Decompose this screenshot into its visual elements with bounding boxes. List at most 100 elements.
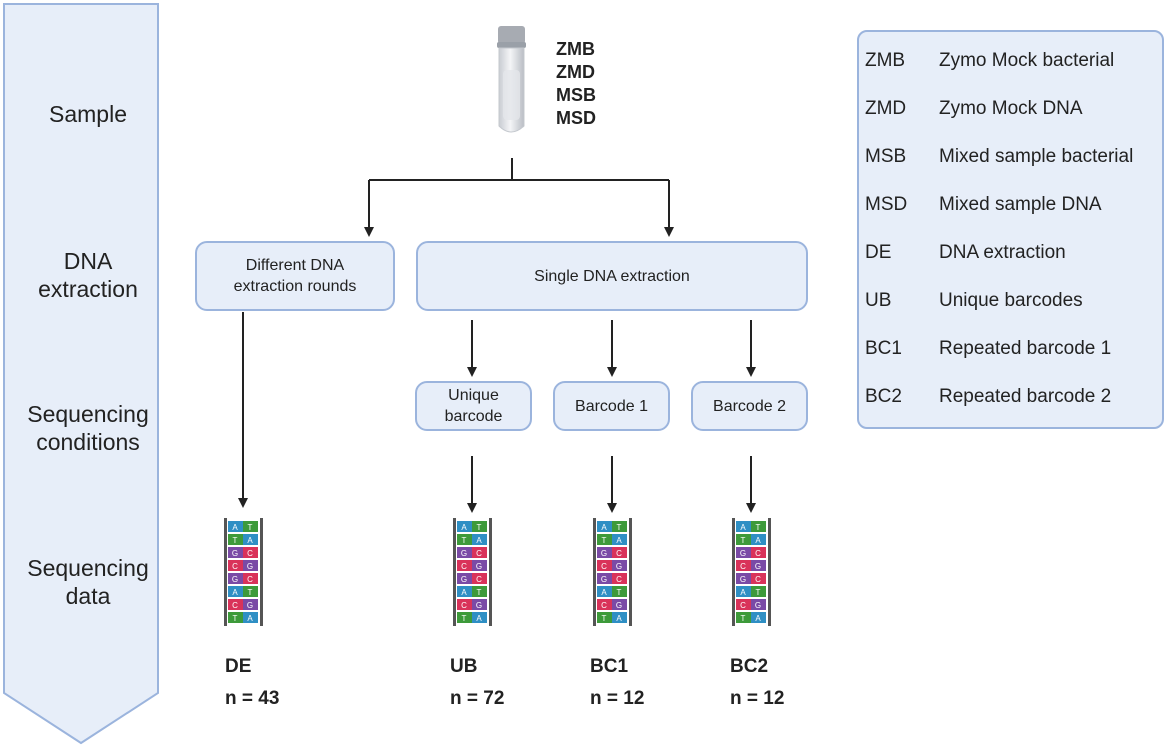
dna-base-letter: A bbox=[755, 536, 761, 545]
dna-base-letter: T bbox=[462, 536, 467, 545]
dna-base bbox=[597, 599, 612, 610]
dna-base bbox=[612, 586, 627, 597]
dna-base bbox=[243, 573, 258, 584]
dna-base-letter: T bbox=[741, 614, 746, 623]
dna-base-letter: A bbox=[601, 523, 607, 532]
result-label: BC2 bbox=[730, 656, 769, 677]
dna-backbone bbox=[768, 518, 771, 626]
dna-base bbox=[472, 560, 487, 571]
legend-definition: Repeated barcode 2 bbox=[939, 386, 1112, 407]
dna-base bbox=[612, 547, 627, 558]
dna-base-letter: G bbox=[247, 601, 253, 610]
dna-base-letter: G bbox=[461, 549, 467, 558]
dna-base-letter: T bbox=[602, 536, 607, 545]
different-extraction-box: Different DNA extraction rounds bbox=[195, 241, 395, 311]
dna-base bbox=[612, 612, 627, 623]
dna-base bbox=[597, 547, 612, 558]
dna-base bbox=[736, 586, 751, 597]
dna-base bbox=[597, 560, 612, 571]
unique-barcode-box: Unique barcode bbox=[415, 381, 532, 431]
sample-code: MSB bbox=[556, 85, 596, 105]
legend-abbr: BC2 bbox=[865, 386, 902, 407]
dna-base bbox=[736, 560, 751, 571]
dna-backbone bbox=[489, 518, 492, 626]
dna-base bbox=[457, 599, 472, 610]
dna-base bbox=[597, 521, 612, 532]
dna-base bbox=[597, 534, 612, 545]
sample-code: ZMB bbox=[556, 39, 595, 59]
dna-base bbox=[243, 547, 258, 558]
dna-base-letter: T bbox=[248, 588, 253, 597]
result-label: UB bbox=[450, 656, 478, 677]
dna-base bbox=[472, 521, 487, 532]
dna-base-letter: T bbox=[462, 614, 467, 623]
legend-abbr: MSD bbox=[865, 194, 908, 215]
dna-base-letter: T bbox=[617, 523, 622, 532]
dna-base-letter: C bbox=[601, 562, 607, 571]
dna-base-letter: C bbox=[232, 562, 238, 571]
dna-base-letter: A bbox=[476, 614, 482, 623]
result-label: BC1 bbox=[590, 656, 629, 677]
dna-base bbox=[472, 612, 487, 623]
dna-base bbox=[612, 534, 627, 545]
dna-base-letter: C bbox=[461, 562, 467, 571]
legend-abbr: UB bbox=[865, 290, 892, 311]
dna-base-letter: A bbox=[740, 588, 746, 597]
stage-arrow-panel bbox=[3, 3, 159, 745]
dna-base-letter: A bbox=[461, 523, 467, 532]
legend-row: BC2 Repeated barcode 2 bbox=[859, 382, 1162, 430]
dna-base bbox=[736, 547, 751, 558]
sample-code: ZMD bbox=[556, 62, 595, 82]
dna-base bbox=[457, 534, 472, 545]
dna-base bbox=[228, 612, 243, 623]
dna-base bbox=[736, 521, 751, 532]
dna-base-letter: G bbox=[616, 562, 622, 571]
dna-base bbox=[612, 521, 627, 532]
dna-base-letter: G bbox=[755, 562, 761, 571]
dna-base-letter: G bbox=[476, 562, 482, 571]
dna-base bbox=[751, 612, 766, 623]
legend-abbr: ZMD bbox=[865, 98, 907, 119]
dna-base bbox=[243, 599, 258, 610]
dna-base bbox=[457, 586, 472, 597]
result-bc1: BC1 n = 12 bbox=[590, 651, 644, 715]
dna-base-letter: G bbox=[232, 549, 238, 558]
dna-base-letter: A bbox=[232, 588, 238, 597]
dna-base bbox=[243, 521, 258, 532]
dna-base bbox=[597, 586, 612, 597]
dna-base-letter: C bbox=[755, 575, 761, 584]
dna-base-letter: C bbox=[476, 575, 482, 584]
dna-base-letter: T bbox=[756, 588, 761, 597]
dna-backbone bbox=[629, 518, 632, 626]
dna-base bbox=[597, 612, 612, 623]
dna-base bbox=[751, 599, 766, 610]
dna-base-letter: G bbox=[476, 601, 482, 610]
dna-base bbox=[243, 586, 258, 597]
sample-code: MSD bbox=[556, 108, 596, 128]
dna-base-letter: G bbox=[232, 575, 238, 584]
dna-base-letter: T bbox=[602, 614, 607, 623]
dna-base-letter: A bbox=[247, 614, 253, 623]
dna-backbone bbox=[260, 518, 263, 626]
dna-base bbox=[751, 586, 766, 597]
dna-base bbox=[457, 573, 472, 584]
dna-base bbox=[612, 560, 627, 571]
legend-abbr: MSB bbox=[865, 146, 907, 167]
dna-base bbox=[228, 560, 243, 571]
dna-base bbox=[457, 547, 472, 558]
dna-base-letter: T bbox=[248, 523, 253, 532]
dna-base bbox=[751, 547, 766, 558]
dna-base-letter: T bbox=[477, 523, 482, 532]
dna-base bbox=[751, 534, 766, 545]
dna-base-letter: T bbox=[477, 588, 482, 597]
dna-base bbox=[228, 586, 243, 597]
result-count: n = 12 bbox=[590, 688, 645, 709]
connector-lines bbox=[238, 158, 756, 513]
dna-base bbox=[228, 599, 243, 610]
sample-tube-icon bbox=[497, 26, 526, 133]
